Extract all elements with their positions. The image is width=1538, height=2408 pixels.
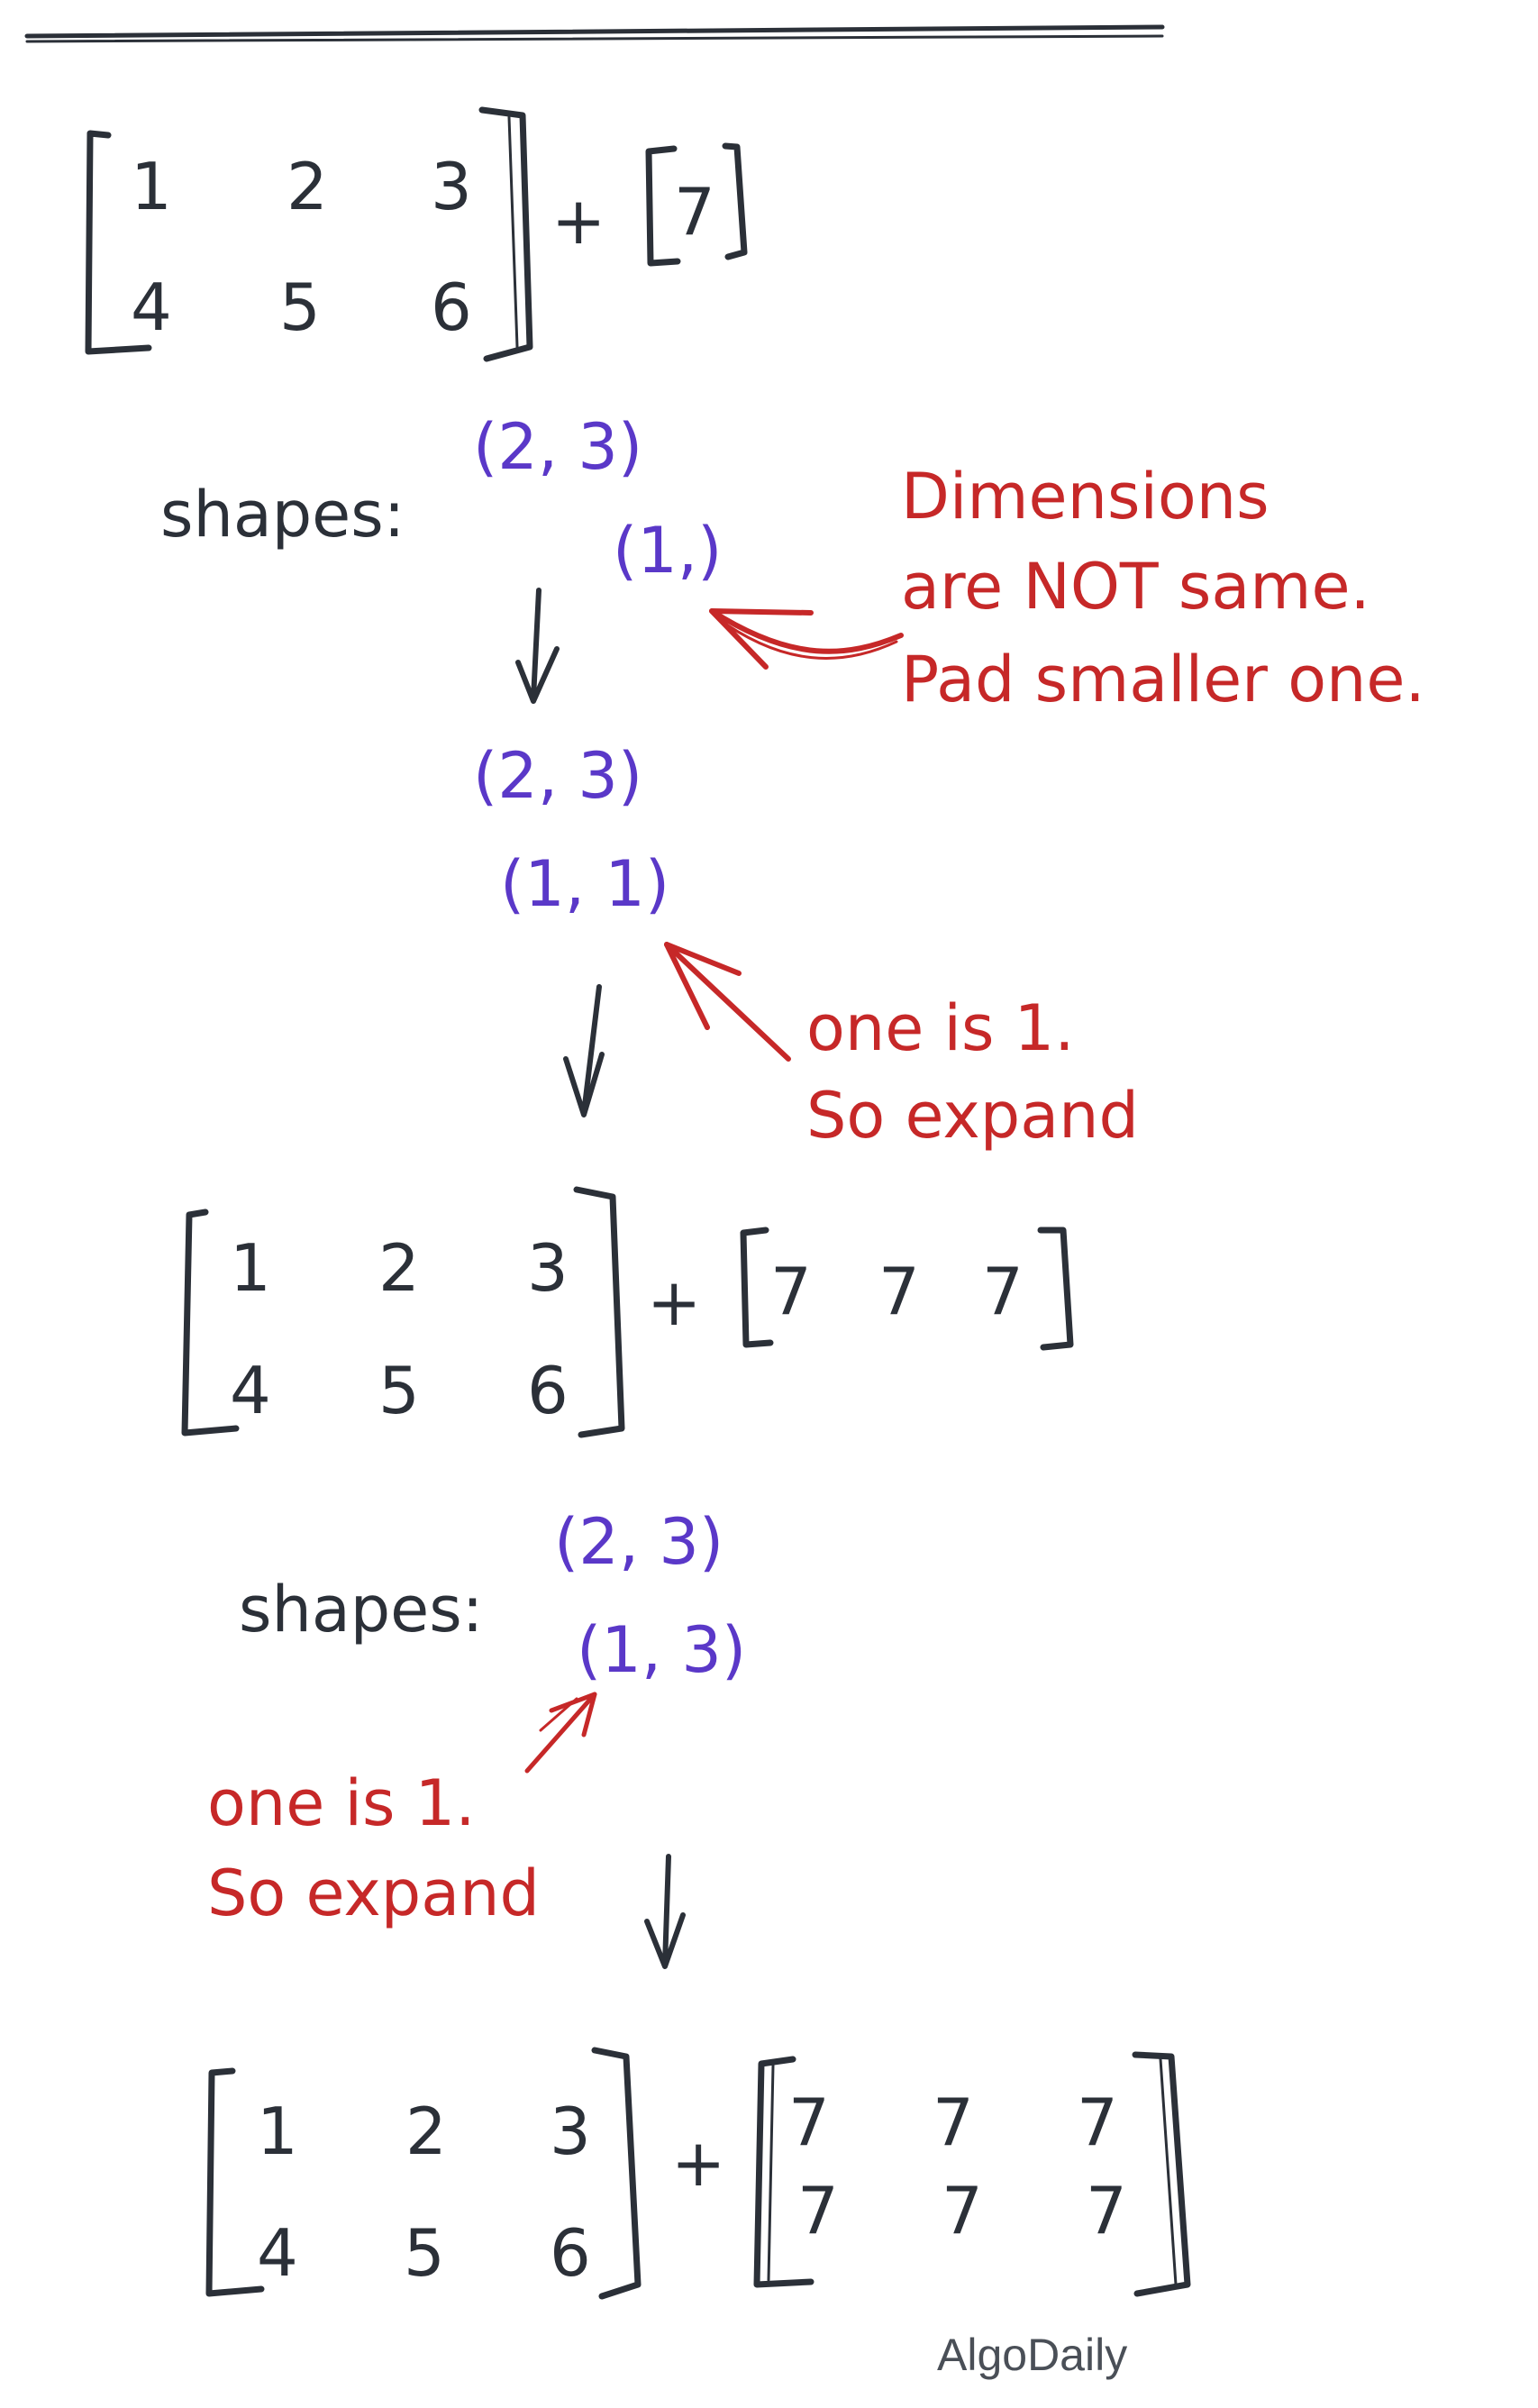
- step1-a-r0c0: 1: [131, 149, 172, 224]
- step3-b-r0c2: 7: [1077, 2084, 1118, 2160]
- down-arrow-1: [515, 588, 560, 704]
- shapes2-shape-a: (2, 3): [554, 1505, 723, 1579]
- shapes2-block: shapes: (2, 3) (1, 3) one is 1. So expan…: [207, 1505, 746, 1930]
- step2-a-r0c0: 1: [230, 1230, 271, 1306]
- step3-a-r1c2: 6: [550, 2215, 591, 2291]
- top-divider: [24, 24, 1165, 43]
- step3-b-r1c2: 7: [1086, 2173, 1127, 2248]
- step1-a-r1c2: 6: [431, 269, 472, 345]
- shapes2-shape-b: (1, 3): [577, 1613, 746, 1687]
- step3-a-r1c1: 5: [404, 2215, 445, 2291]
- step1-a-r0c2: 3: [431, 149, 472, 224]
- down-arrow-2: [563, 984, 605, 1117]
- step2-matrix-a-right-bracket: [573, 1186, 625, 1438]
- step2-plus-sign: +: [647, 1264, 701, 1340]
- step1-matrix-b-left-bracket: [645, 145, 681, 267]
- step3-a-r0c1: 2: [405, 2093, 447, 2169]
- step2-a-r1c2: 6: [527, 1353, 569, 1428]
- padded-shape-b: (1, 1): [500, 847, 669, 921]
- shapes2-note-arrow: [524, 1692, 597, 1774]
- step2-a-r0c2: 3: [527, 1230, 569, 1306]
- step3-a-r0c2: 3: [550, 2093, 591, 2169]
- down-arrow-3: [644, 1854, 686, 1969]
- step2-a-r0c1: 2: [378, 1230, 420, 1306]
- shapes1-shape-b: (1,): [613, 514, 722, 588]
- shapes2-label: shapes:: [239, 1573, 483, 1646]
- shapes1-label: shapes:: [160, 478, 405, 552]
- algodaily-watermark: AlgoDaily: [937, 2330, 1127, 2380]
- shapes1-block: shapes: (2, 3) (1,) Dimensions are NOT s…: [160, 410, 1425, 716]
- step2-matrix-b-right-bracket: [1037, 1227, 1074, 1351]
- step1-plus-sign: +: [551, 183, 605, 259]
- step1-b-r0c0: 7: [674, 174, 715, 250]
- step3-matrix-a-left-bracket: [205, 2067, 265, 2297]
- step3-a-r0c0: 1: [257, 2093, 298, 2169]
- step2-a-r1c1: 5: [378, 1353, 420, 1428]
- padded-block: (2, 3) (1, 1) one is 1. So expand: [473, 739, 1139, 1153]
- step2-b-r0c2: 7: [982, 1254, 1024, 1329]
- shapes2-note-line-1: one is 1.: [207, 1766, 475, 1840]
- step3-a-r1c0: 4: [257, 2215, 298, 2291]
- shapes1-note-arrow: [709, 608, 904, 670]
- padded-note-arrow: [664, 942, 791, 1062]
- step3-matrix-b-right-bracket: [1132, 2051, 1191, 2297]
- step1-matrix-a-left-bracket: [85, 130, 152, 355]
- shapes2-note-line-2: So expand: [207, 1856, 540, 1930]
- step3-b-r1c1: 7: [942, 2173, 983, 2248]
- step1-a-r1c0: 4: [131, 269, 172, 345]
- shapes1-note-line-3: Pad smaller one.: [901, 643, 1425, 716]
- step1-a-r0c1: 2: [287, 149, 328, 224]
- shapes1-note-line-2: are NOT same.: [901, 550, 1370, 624]
- padded-shape-a: (2, 3): [473, 739, 642, 813]
- step2-a-r1c0: 4: [230, 1353, 271, 1428]
- step1-matrix-b-right-bracket: [722, 142, 748, 260]
- step3-matrix-a-right-bracket: [591, 2047, 642, 2300]
- step2-b-r0c0: 7: [770, 1254, 812, 1329]
- step1-matrix-a-right-bracket: [478, 106, 533, 362]
- shapes1-note-line-1: Dimensions: [901, 460, 1270, 534]
- step2-matrix-a-left-bracket: [181, 1209, 240, 1437]
- step3-b-r1c0: 7: [797, 2173, 839, 2248]
- padded-note-line-1: one is 1.: [806, 991, 1074, 1065]
- step2-matrix-b-left-bracket: [740, 1227, 774, 1348]
- step3-matrix-b-left-bracket: [753, 2056, 815, 2288]
- step2-b-r0c1: 7: [878, 1254, 920, 1329]
- step3-expression: 1 2 3 4 5 6 + 7 7 7 7 7 7: [205, 2047, 1191, 2300]
- padded-note-line-2: So expand: [806, 1079, 1139, 1153]
- step3-plus-sign: +: [671, 2125, 725, 2201]
- step3-b-r0c1: 7: [933, 2084, 974, 2160]
- shapes1-shape-a: (2, 3): [473, 410, 642, 484]
- step1-expression: 1 2 3 4 5 6 + 7: [85, 106, 748, 362]
- step2-expression: 1 2 3 4 5 6 + 7 7 7: [181, 1186, 1074, 1438]
- step1-a-r1c1: 5: [279, 269, 321, 345]
- step3-b-r0c0: 7: [788, 2084, 830, 2160]
